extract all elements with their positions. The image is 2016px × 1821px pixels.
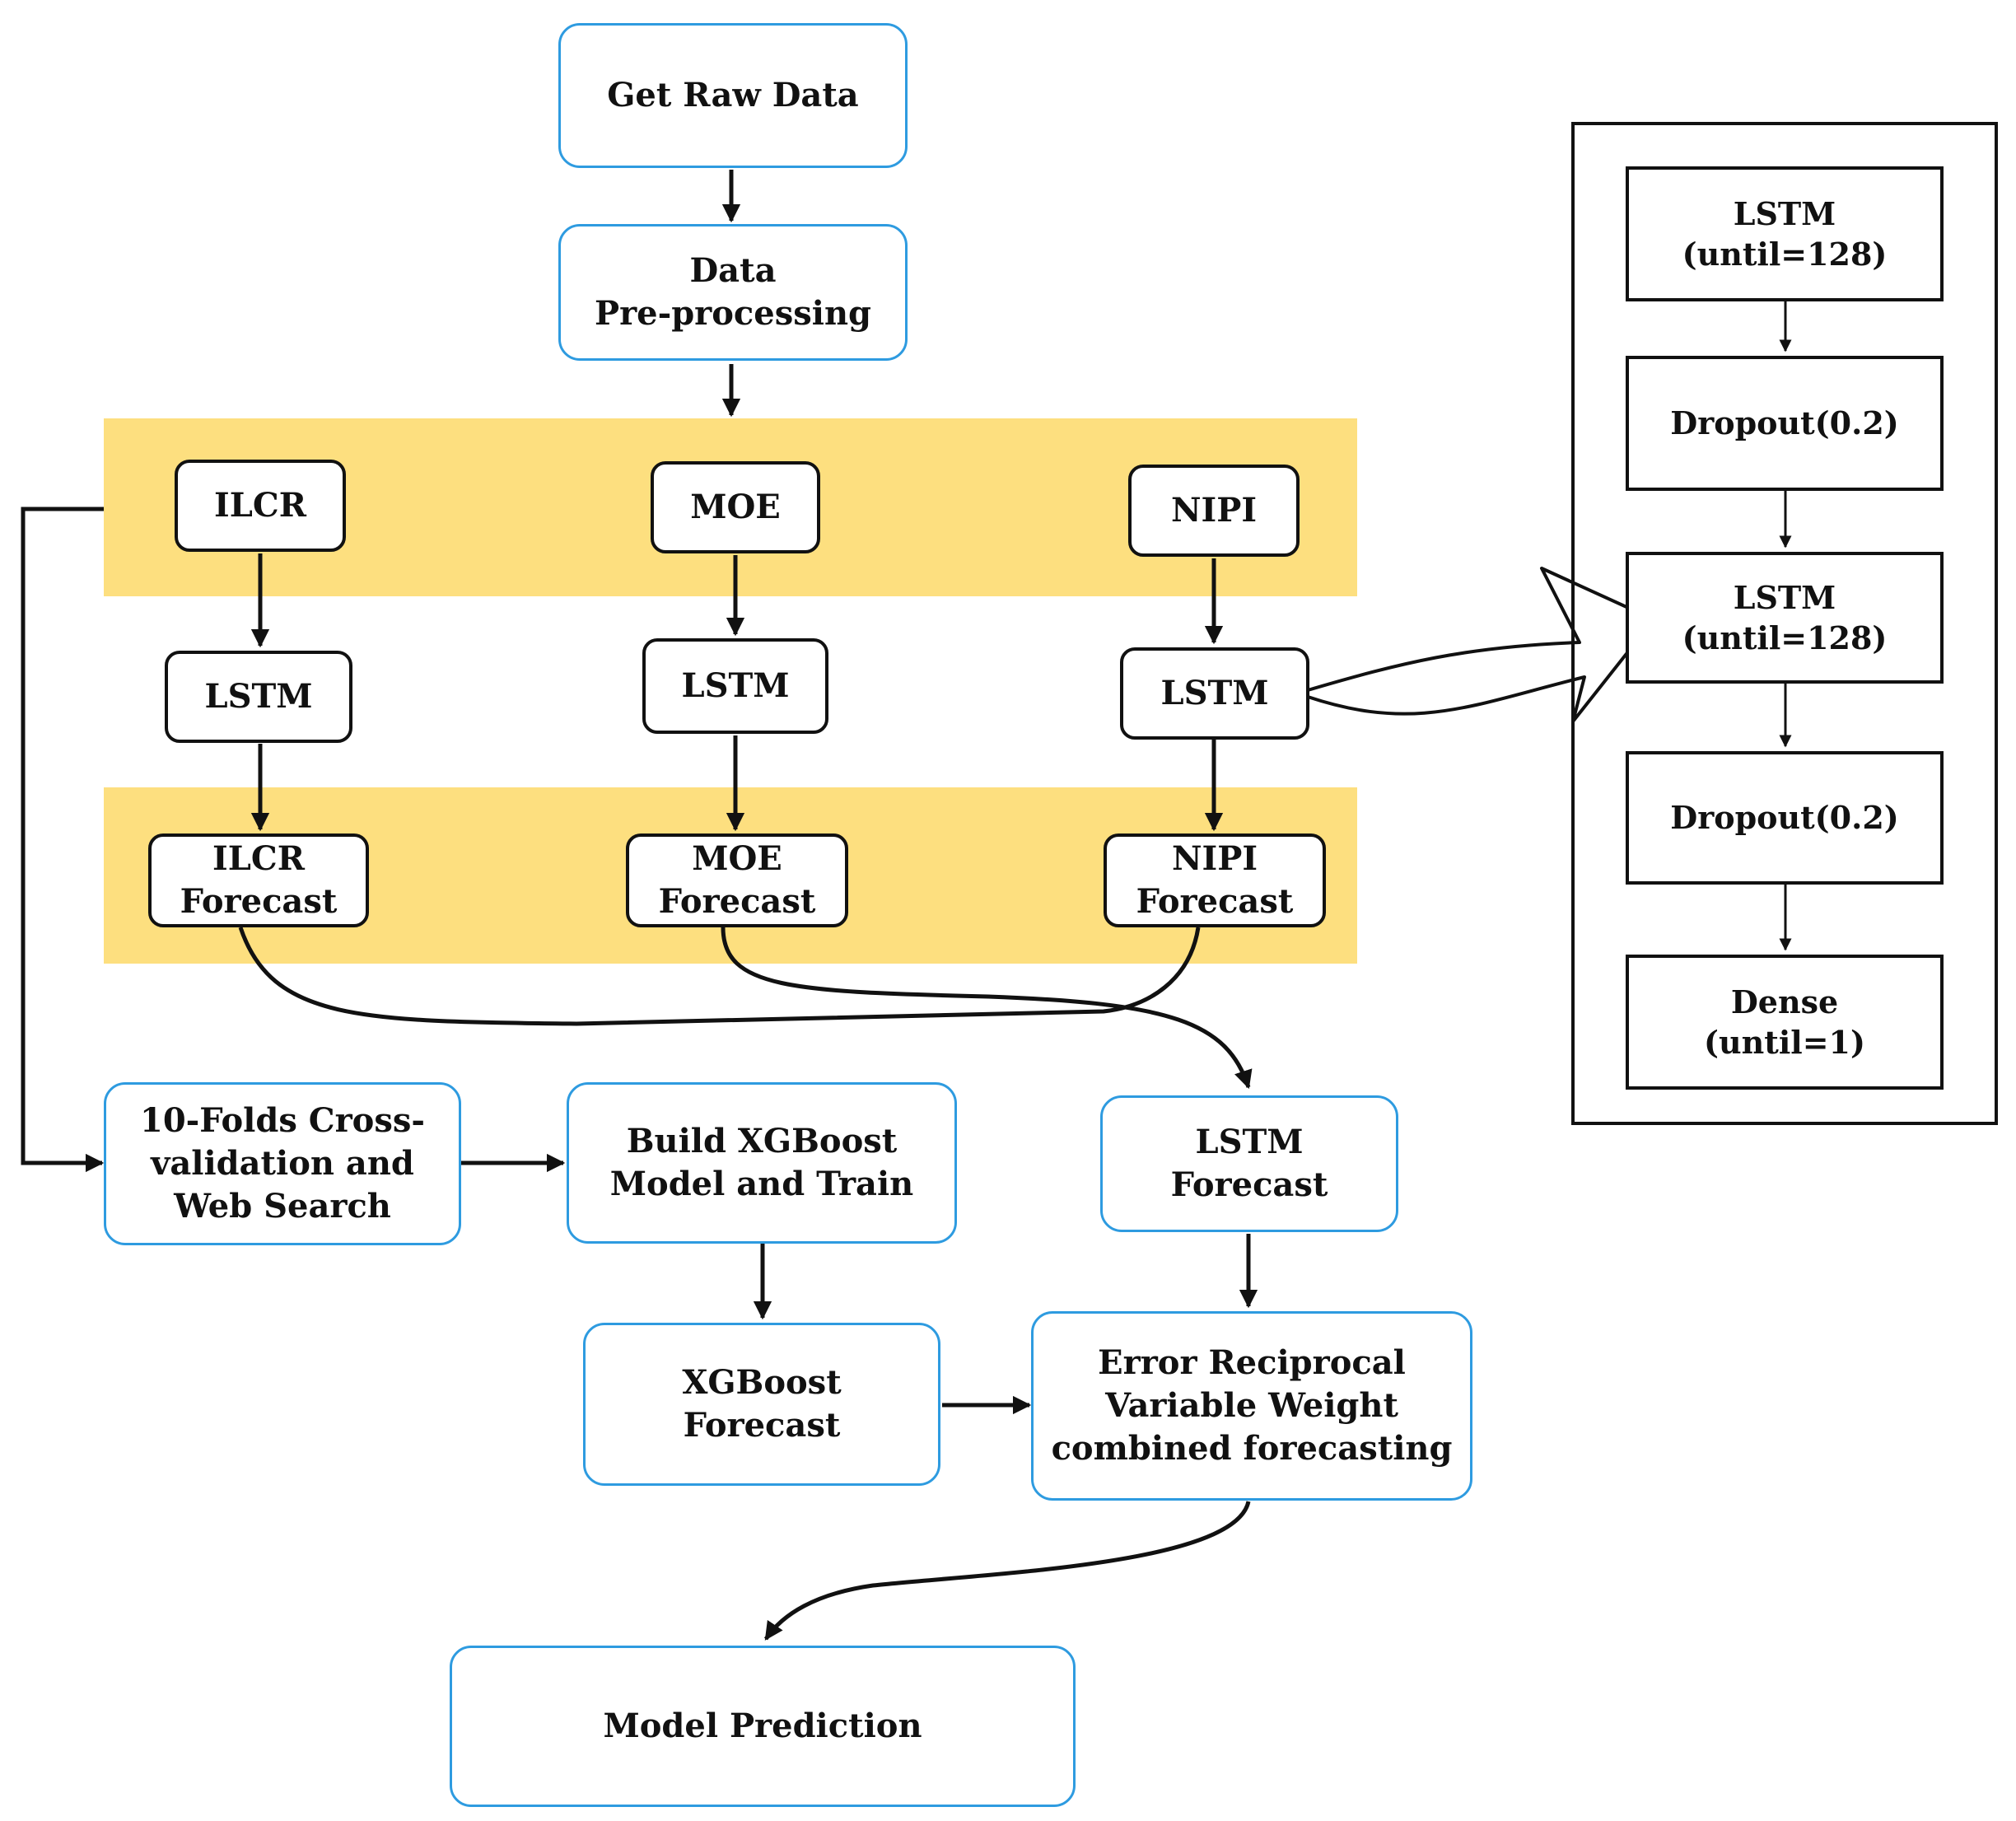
arch-dropout-layer-1: Dropout(0.2) [1626, 356, 1944, 491]
side-line-to-crossval [21, 507, 105, 1173]
preprocessing-box: Data Pre-processing [558, 224, 908, 361]
arch-dropout-layer-2: Dropout(0.2) [1626, 751, 1944, 885]
lstm-forecast-box: LSTM Forecast [1100, 1095, 1398, 1232]
nipi-forecast-box: NIPI Forecast [1104, 833, 1326, 927]
arch-lstm-layer-1: LSTM (until=128) [1626, 166, 1944, 301]
moe-forecast-curve [721, 927, 1253, 1090]
arch-lstm-layer-2: LSTM (until=128) [1626, 552, 1944, 684]
combined-forecasting-box: Error Reciprocal Variable Weight combine… [1031, 1311, 1472, 1501]
expand-arrow [1306, 567, 1655, 723]
moe-lstm-box: LSTM [642, 638, 828, 734]
nipi-input-box: NIPI [1128, 465, 1300, 557]
nipi-lstm-box: LSTM [1120, 647, 1309, 740]
xgboost-forecast-box: XGBoost Forecast [583, 1323, 940, 1486]
ilcr-lstm-box: LSTM [165, 651, 352, 743]
arrow-combined-to-prediction [763, 1501, 1251, 1641]
cross-validation-box: 10-Folds Cross- validation and Web Searc… [104, 1082, 461, 1245]
moe-input-box: MOE [651, 461, 820, 553]
arch-dense-layer: Dense (until=1) [1626, 955, 1944, 1090]
ilcr-input-box: ILCR [175, 460, 346, 552]
ilcr-forecast-curve [238, 927, 1201, 1026]
lstm-architecture-frame [1571, 122, 1998, 1125]
get-raw-data-box: Get Raw Data [558, 23, 908, 168]
ilcr-forecast-box: ILCR Forecast [148, 833, 369, 927]
build-xgboost-box: Build XGBoost Model and Train [567, 1082, 957, 1244]
model-prediction-box: Model Prediction [450, 1646, 1076, 1807]
moe-forecast-box: MOE Forecast [626, 833, 848, 927]
